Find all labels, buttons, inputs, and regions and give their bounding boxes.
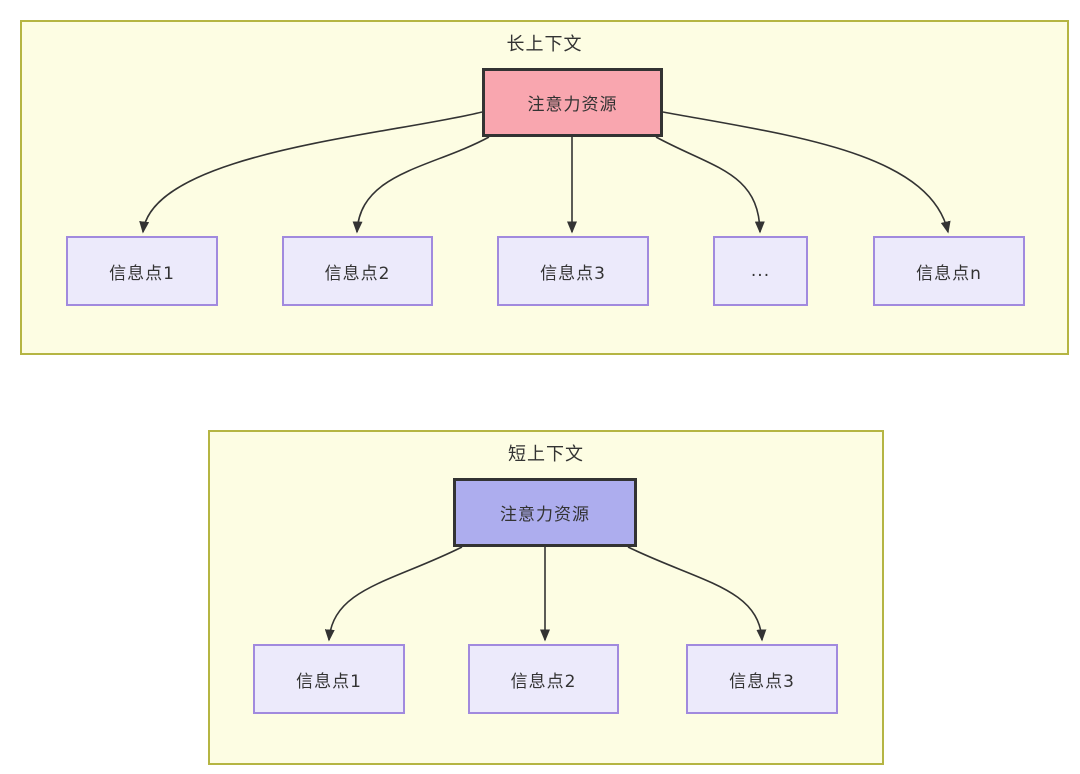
long-info-node-3: 信息点3 [497, 236, 649, 306]
long-attention-resource-node: 注意力资源 [482, 68, 663, 137]
long-info-node-ellipsis: ... [713, 236, 808, 306]
long-info-node-n: 信息点n [873, 236, 1025, 306]
short-attention-resource-node: 注意力资源 [453, 478, 637, 547]
short-info-node-3: 信息点3 [686, 644, 838, 714]
long-info-node-2: 信息点2 [282, 236, 433, 306]
long-context-title: 长上下文 [506, 34, 583, 55]
short-context-title: 短上下文 [508, 444, 584, 465]
short-info-node-2: 信息点2 [468, 644, 619, 714]
short-info-node-1: 信息点1 [253, 644, 405, 714]
long-info-node-1: 信息点1 [66, 236, 218, 306]
